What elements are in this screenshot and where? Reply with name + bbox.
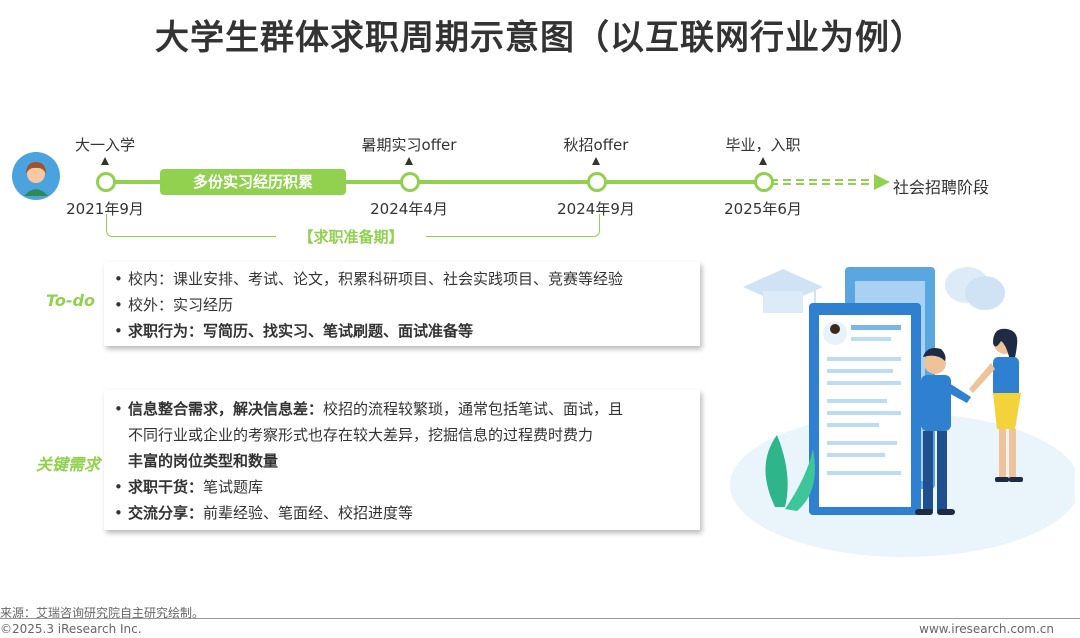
- prep-period-label: 【求职准备期】: [276, 226, 426, 247]
- timeline-dashed-arrow: [770, 174, 890, 190]
- node-top-label: 秋招offer: [563, 136, 629, 154]
- internship-pill: 多份实习经历积累: [160, 169, 346, 195]
- caret-up-icon: [759, 157, 767, 165]
- timeline-node-circle: [754, 172, 774, 192]
- footer-divider: [0, 618, 1080, 619]
- timeline-node-circle: [587, 172, 607, 192]
- copyright: ©2025.3 iResearch Inc.: [0, 622, 142, 636]
- node-date-label: 2024年9月: [557, 200, 635, 218]
- list-item: •交流分享：前辈经验、笔面经、校招进度等: [114, 500, 700, 526]
- todo-card: •校内：课业安排、考试、论文，积累科研项目、社会实践项目、竞赛等经验 •校外：实…: [104, 262, 700, 346]
- list-item: •求职干货：笔试题库: [114, 474, 700, 500]
- timeline-node-circle: [400, 172, 420, 192]
- key-needs-label: 关键需求: [36, 455, 101, 474]
- list-item: •求职行为：写简历、找实习、笔试刷题、面试准备等: [114, 318, 700, 344]
- key-needs-card: •信息整合需求，解决信息差：校招的流程较繁琐，通常包括笔试、面试，且 不同行业或…: [104, 390, 700, 530]
- bullet-icon: •: [114, 504, 123, 522]
- todo-label: To-do: [46, 291, 95, 310]
- list-item: •校内：课业安排、考试、论文，积累科研项目、社会实践项目、竞赛等经验: [114, 266, 700, 292]
- bullet-icon: •: [114, 478, 123, 496]
- node-top-label: 大一入学: [74, 136, 136, 154]
- site-url: www.iresearch.com.cn: [919, 622, 1054, 636]
- list-item: •校外：实习经历: [114, 292, 700, 318]
- timeline-node-circle: [96, 172, 116, 192]
- bullet-icon: •: [114, 296, 123, 314]
- list-item: •信息整合需求，解决信息差：校招的流程较繁琐，通常包括笔试、面试，且: [114, 396, 700, 422]
- node-top-label: 毕业，入职: [725, 136, 801, 154]
- bullet-icon: •: [114, 400, 123, 418]
- job-interview-handshake-illustration: [730, 267, 1075, 557]
- bullet-icon: •: [114, 270, 123, 288]
- source-note: 来源：艾瑞咨询研究院自主研究绘制。: [0, 606, 205, 620]
- node-date-label: 2025年6月: [724, 200, 802, 218]
- bullet-icon: •: [114, 322, 123, 340]
- timeline-line: [106, 180, 764, 184]
- node-date-label: 2024年4月: [370, 200, 448, 218]
- list-item: 丰富的岗位类型和数量: [128, 452, 279, 470]
- list-item: 不同行业或企业的考察形式也存在较大差异，挖掘信息的过程费时费力: [128, 426, 594, 444]
- node-top-label: 暑期实习offer: [361, 136, 457, 154]
- student-avatar-icon: [12, 152, 60, 200]
- caret-up-icon: [101, 157, 109, 165]
- node-date-label: 2021年9月: [66, 200, 144, 218]
- social-recruitment-label: 社会招聘阶段: [893, 178, 990, 197]
- caret-up-icon: [405, 157, 413, 165]
- caret-up-icon: [592, 157, 600, 165]
- page-title: 大学生群体求职周期示意图（以互联网行业为例）: [155, 18, 925, 58]
